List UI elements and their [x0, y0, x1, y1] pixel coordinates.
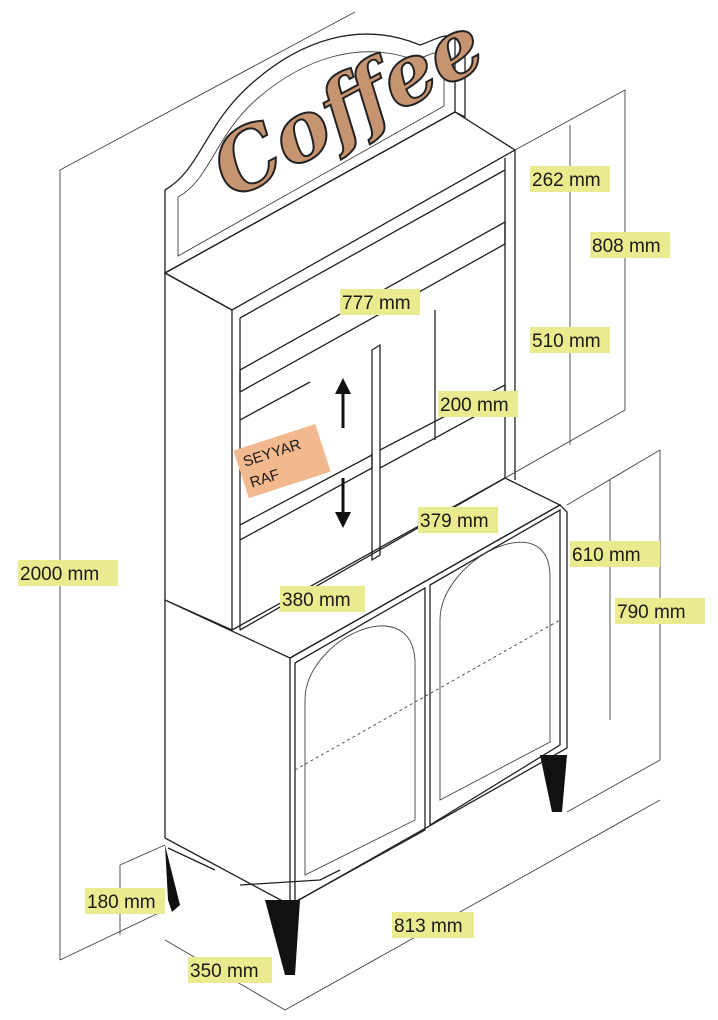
label-380: 380 mm: [282, 590, 351, 611]
label-350: 350 mm: [190, 961, 259, 982]
label-200: 200 mm: [440, 395, 509, 416]
label-2000: 2000 mm: [20, 564, 99, 585]
label-808: 808 mm: [592, 236, 661, 257]
coffee-sign-board: Coffee: [164, 0, 500, 275]
label-777: 777 mm: [342, 293, 411, 314]
label-790: 790 mm: [617, 602, 686, 623]
label-262: 262 mm: [532, 170, 601, 191]
label-180: 180 mm: [87, 892, 156, 913]
dimension-labels: 262 mm 808 mm 777 mm 510 mm 200 mm 379 m…: [18, 166, 705, 983]
label-510: 510 mm: [532, 331, 601, 352]
label-813: 813 mm: [394, 916, 463, 937]
legs: [165, 755, 567, 975]
label-379: 379 mm: [420, 511, 489, 532]
movable-shelf-label: SEYYAR RAF: [233, 424, 331, 499]
dimension-lines: [59, 11, 661, 1011]
movable-shelf-arrows: [335, 378, 351, 528]
label-610: 610 mm: [572, 545, 641, 566]
hutch-body: [163, 111, 517, 631]
cabinet-body: [164, 477, 568, 906]
